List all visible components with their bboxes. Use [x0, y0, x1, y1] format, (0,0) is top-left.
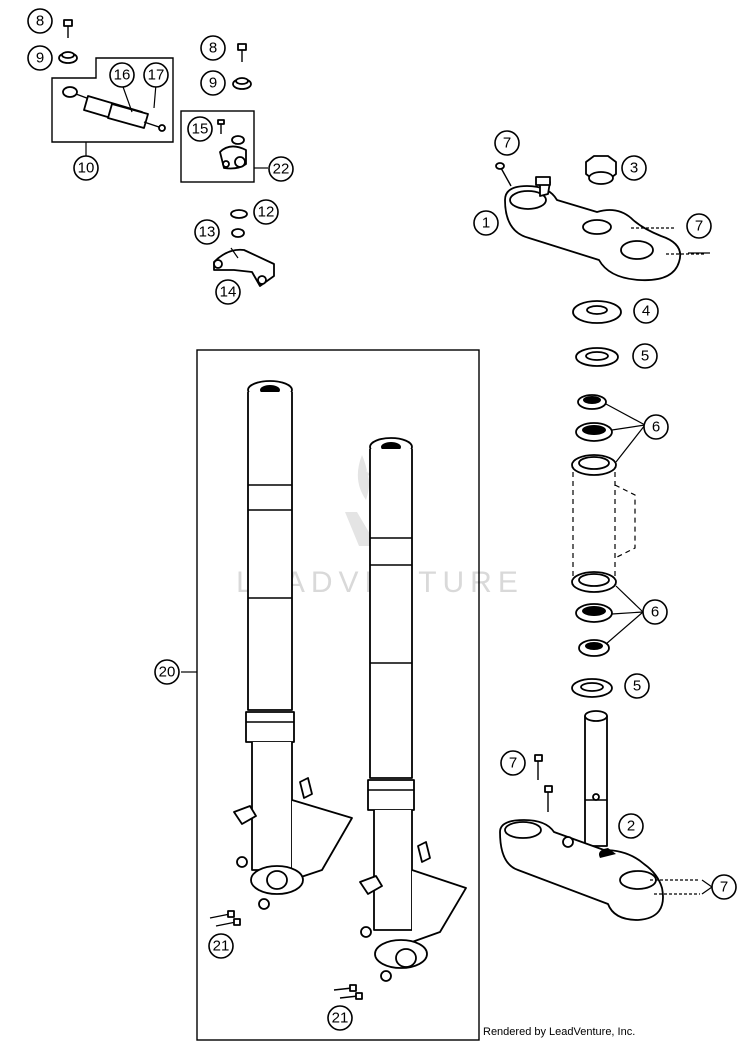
left-fork-leg [233, 380, 353, 910]
callout-1: 1 [473, 210, 499, 236]
svg-text:13: 13 [199, 224, 216, 241]
svg-text:9: 9 [209, 75, 217, 92]
washer-12 [230, 209, 248, 219]
dust-seal-4 [572, 300, 622, 324]
callout-6-lower: 6 [642, 599, 668, 625]
callout-16: 16 [109, 62, 135, 88]
svg-text:21: 21 [213, 938, 230, 955]
clamp-screw-15 [217, 119, 225, 134]
seal-5-upper [575, 347, 619, 367]
damper-screw-8 [63, 19, 73, 38]
svg-text:1: 1 [482, 215, 490, 232]
svg-text:16: 16 [114, 67, 131, 84]
callout-8: 8 [27, 8, 53, 34]
rendered-by-credit: Rendered by LeadVenture, Inc. [483, 1026, 636, 1038]
callout-9-b: 9 [200, 70, 226, 96]
callout-20: 20 [154, 659, 180, 685]
steering-damper-10 [62, 86, 166, 132]
callout-5-lower: 5 [624, 673, 650, 699]
callout-7-top: 7 [494, 130, 520, 156]
svg-text:22: 22 [273, 161, 290, 178]
callout-3: 3 [621, 155, 647, 181]
svg-text:4: 4 [642, 303, 650, 320]
fork-frame-20 [196, 349, 480, 1041]
svg-text:7: 7 [720, 879, 728, 896]
svg-text:8: 8 [209, 40, 217, 57]
callout-2: 2 [618, 813, 644, 839]
svg-text:5: 5 [633, 678, 641, 695]
clamp-frame-22 [180, 110, 255, 183]
svg-text:2: 2 [627, 818, 635, 835]
svg-text:12: 12 [258, 204, 275, 221]
callout-15: 15 [187, 116, 213, 142]
callout-12: 12 [253, 199, 279, 225]
center-nut-3 [585, 155, 617, 185]
upper-triple-clamp-1 [504, 176, 682, 282]
callout-7-right: 7 [686, 213, 712, 239]
callout-22: 22 [268, 156, 294, 182]
callout-5-upper: 5 [632, 343, 658, 369]
bracket-nut-9 [232, 77, 252, 90]
svg-text:7: 7 [695, 218, 703, 235]
axle-clamp-screws-21-left [209, 910, 241, 927]
svg-text:15: 15 [192, 121, 209, 138]
callout-21-right: 21 [327, 1005, 353, 1031]
svg-text:21: 21 [332, 1010, 349, 1027]
axle-clamp-screws-21-right [333, 984, 363, 1000]
callout-10: 10 [73, 155, 99, 181]
callout-7-lower-right: 7 [711, 874, 737, 900]
svg-text:20: 20 [159, 664, 176, 681]
bracket-14 [213, 248, 275, 287]
lower-triple-clamp-2 [499, 710, 664, 921]
callout-8-b: 8 [200, 35, 226, 61]
nut-13 [231, 228, 245, 238]
seal-5-lower [571, 678, 613, 698]
bearing-6-lower [571, 571, 617, 657]
callout-6-upper: 6 [643, 414, 669, 440]
callout-17: 17 [143, 62, 169, 88]
callout-9: 9 [27, 45, 53, 71]
svg-text:7: 7 [509, 755, 517, 772]
callout-7-lower-left: 7 [500, 750, 526, 776]
steering-head-phantom [572, 472, 636, 580]
svg-text:7: 7 [503, 135, 511, 152]
callout-14: 14 [215, 279, 241, 305]
callout-4: 4 [633, 298, 659, 324]
svg-text:8: 8 [36, 13, 44, 30]
svg-text:9: 9 [36, 50, 44, 67]
svg-text:6: 6 [652, 419, 660, 436]
svg-text:14: 14 [220, 284, 237, 301]
svg-text:17: 17 [148, 67, 165, 84]
clamp-parts-22 [219, 135, 247, 170]
callout-13: 13 [194, 219, 220, 245]
svg-text:3: 3 [630, 160, 638, 177]
bracket-screw-8 [237, 43, 247, 62]
damper-frame-10 [51, 57, 174, 143]
bearing-6-upper [571, 394, 617, 476]
svg-text:6: 6 [651, 604, 659, 621]
upper-screw-7 [495, 162, 512, 187]
svg-text:10: 10 [78, 160, 95, 177]
callout-21-left: 21 [208, 933, 234, 959]
damper-nut-9 [58, 51, 78, 64]
lower-screws-7 [534, 754, 553, 812]
right-fork-leg [359, 437, 467, 982]
svg-text:5: 5 [641, 348, 649, 365]
